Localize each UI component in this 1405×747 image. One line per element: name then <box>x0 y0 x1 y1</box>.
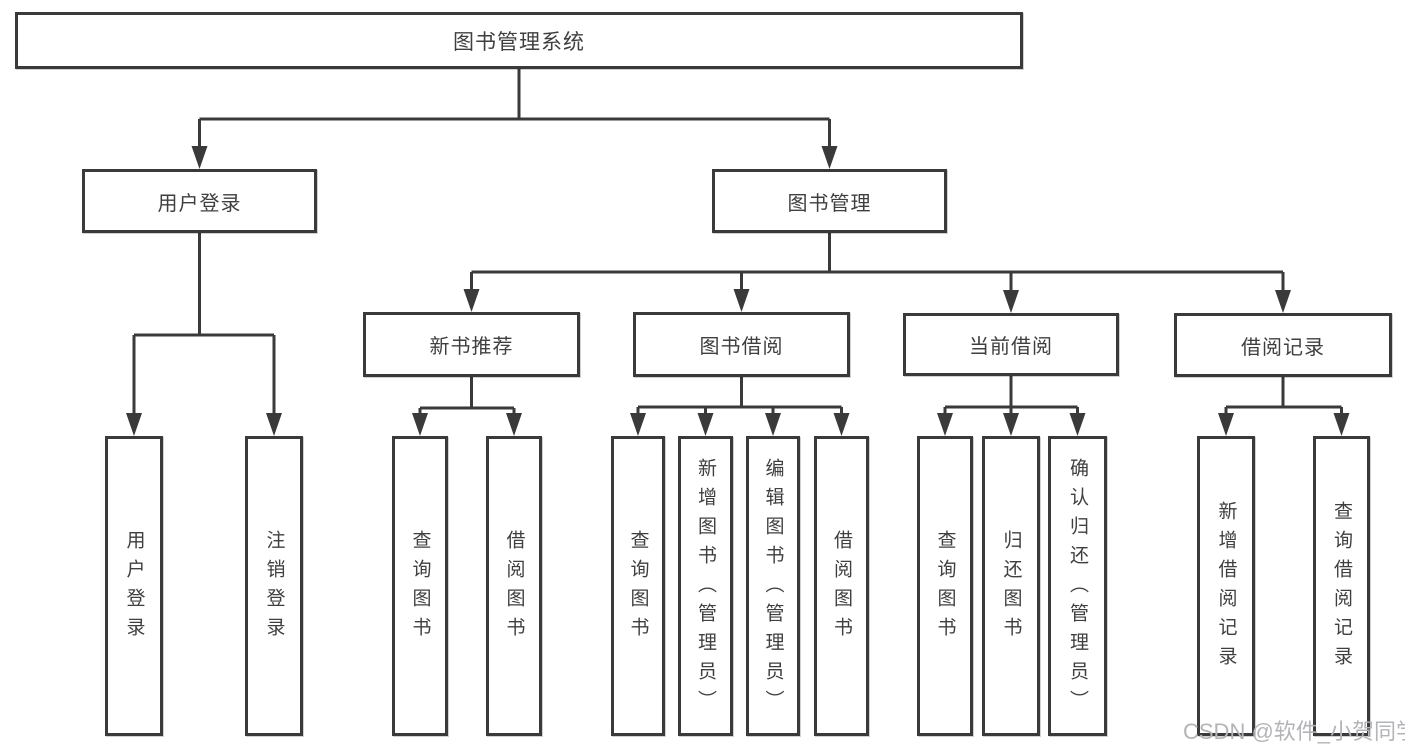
leaf-borrow-books-recommend: 借阅图书 <box>486 436 542 736</box>
leaf-add-books-admin: 新增图书（管理员） <box>678 436 733 736</box>
leaf-borrow-books: 借阅图书 <box>814 436 869 736</box>
leaf-query-books-borrowing: 查询图书 <box>611 436 665 736</box>
leaf-user-login: 用户登录 <box>105 436 163 736</box>
leaf-query-borrow-record: 查询借阅记录 <box>1313 436 1370 736</box>
node-borrowing-records: 借阅记录 <box>1174 313 1392 377</box>
node-library-management-system: 图书管理系统 <box>15 12 1023 69</box>
leaf-query-books-recommend: 查询图书 <box>392 436 448 736</box>
node-current-borrowing: 当前借阅 <box>903 313 1119 376</box>
leaf-confirm-return-admin: 确认归还（管理员） <box>1048 436 1107 736</box>
node-new-book-recommend: 新书推荐 <box>363 312 580 377</box>
csdn-watermark: CSDN @软件_小贺同学 <box>1183 719 1405 744</box>
leaf-query-books-current: 查询图书 <box>917 436 973 736</box>
leaf-return-books: 归还图书 <box>982 436 1040 736</box>
leaf-edit-books-admin: 编辑图书（管理员） <box>746 436 800 736</box>
node-book-borrowing: 图书借阅 <box>633 312 850 377</box>
node-user-login: 用户登录 <box>82 169 317 233</box>
node-book-management: 图书管理 <box>712 169 947 233</box>
leaf-logout: 注销登录 <box>245 436 303 736</box>
leaf-add-borrow-record: 新增借阅记录 <box>1197 436 1255 736</box>
